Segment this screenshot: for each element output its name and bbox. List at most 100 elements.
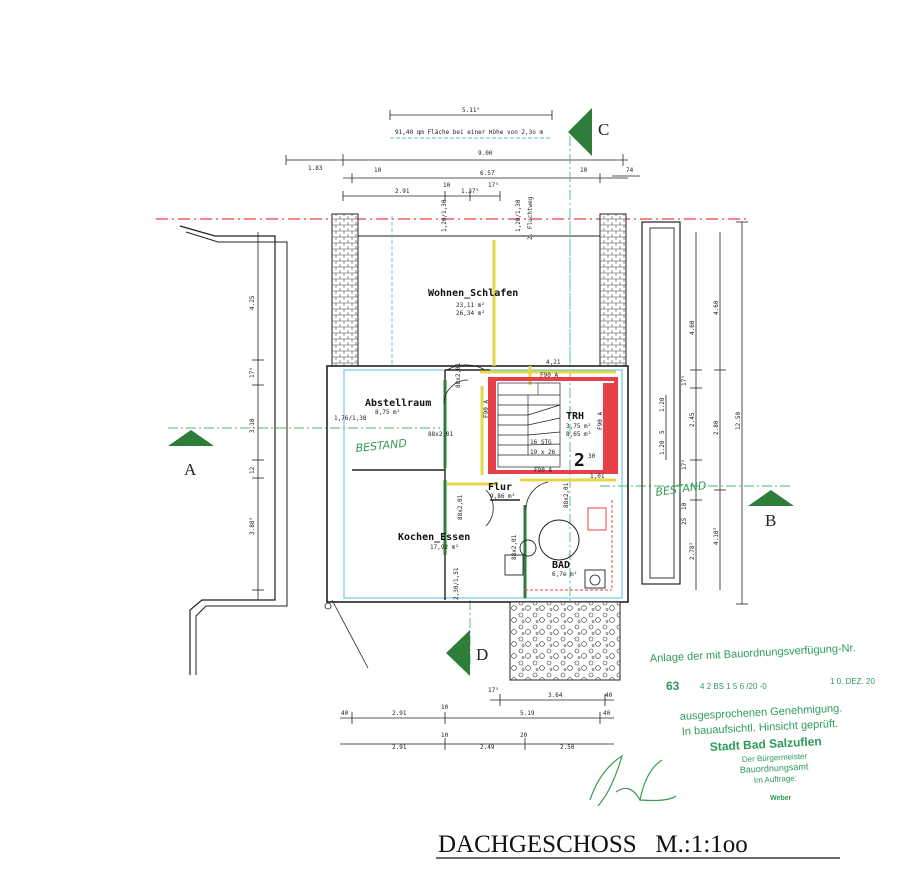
neighbor-right-outline	[641, 221, 681, 585]
dim-10a: 10	[374, 167, 382, 174]
section-marker-a	[168, 430, 214, 446]
brick-wall-left	[331, 213, 359, 367]
dim-17-left: 17⁵	[249, 367, 256, 378]
neighbor-left-outline	[179, 225, 276, 675]
room-abstell-name: Abstellraum	[365, 398, 431, 409]
room-trh-area2: 8,65 m²	[566, 431, 591, 438]
dim-511: 5.11⁵	[462, 107, 480, 114]
door-label-3: 88x2,01	[457, 494, 464, 520]
room-wohnen-area2: 26,34 m²	[456, 310, 485, 317]
section-label-c: C	[598, 120, 609, 139]
drawing-title: DACHGESCHOSS M.:1:1oo	[438, 831, 748, 858]
dim-b519: 5.19	[520, 710, 535, 717]
stamp-ref: 4 2 BS 1 5 6 /20 -0	[700, 682, 767, 691]
dim-421-label: 4,21	[546, 359, 561, 366]
staircase	[497, 382, 561, 468]
door-label-1: 88x2,01	[455, 362, 462, 388]
window-bottom: 2,30/1,51	[453, 567, 460, 600]
stamp-order: Im Auftrage:	[754, 774, 798, 785]
dim-175a: 17⁵	[681, 375, 688, 386]
dim-10b: 10	[580, 167, 588, 174]
door-label-4: 88x2,01	[563, 482, 570, 508]
section-label-a: A	[184, 460, 197, 479]
dim-b40a: 40	[605, 692, 613, 699]
bottom-dimensions	[340, 694, 614, 750]
dim-10c: 10	[443, 182, 451, 189]
room-trh-name: TRH	[566, 411, 584, 422]
f90-label-left: F90 A	[483, 400, 490, 418]
left-dimensions	[252, 232, 264, 600]
f90-label-right: F90 A	[597, 412, 604, 430]
dim-b20: 20	[520, 732, 528, 739]
dim-245: 2.45	[689, 412, 696, 427]
room-flur-name: Flur	[488, 482, 512, 493]
dim-120a: 1.20	[659, 397, 666, 412]
approval-stamp: Anlage der mit Bauordnungsverfügung-Nr. …	[650, 642, 876, 802]
room-flur-area: 9,86 m²	[490, 493, 515, 500]
dim-278: 2.78⁵	[689, 542, 696, 560]
top-dimensions	[285, 110, 640, 201]
signature	[589, 754, 677, 807]
dim-280: 2.80	[713, 420, 720, 435]
dim-b10a: 10	[441, 704, 449, 711]
handwritten-bestand-1: BESTAND	[355, 437, 407, 455]
dim-5: 5	[659, 430, 666, 434]
stair-sup: 30	[588, 453, 596, 460]
stamp-name: Weber	[770, 795, 792, 802]
dim-12-left: 12	[249, 466, 256, 474]
right-dimensions	[665, 221, 748, 605]
dim-b291a: 2.91	[392, 710, 407, 717]
dim-183: 1.83	[308, 165, 323, 172]
room-bad-area: 6,7e m²	[552, 571, 577, 578]
dim-425: 4.25	[249, 295, 256, 310]
dim-1250: 12.50	[735, 412, 742, 430]
section-label-d: D	[476, 645, 488, 664]
dim-b10b: 10	[441, 732, 449, 739]
dim-b249: 2.49	[480, 744, 495, 751]
dim-410: 4.10⁵	[713, 527, 720, 545]
dim-900: 9.00	[478, 150, 493, 157]
dim-b291b: 2.91	[392, 744, 407, 751]
stamp-mayor: Der Bürgermeister	[742, 752, 808, 764]
dim-310: 3.10	[249, 418, 256, 433]
dim-120b: 1.20	[659, 440, 666, 455]
door-label-2: 88x2,01	[428, 431, 454, 438]
door-label-5: 88x2,01	[511, 534, 518, 560]
stair-number: 2	[574, 450, 585, 471]
door-label-6: 1,01	[590, 473, 605, 480]
dim-b40c: 40	[603, 710, 611, 717]
stamp-date: 1 0. DEZ. 20	[830, 677, 875, 686]
room-bad-name: BAD	[552, 560, 570, 571]
room-kochen-name: Kochen_Essen	[398, 532, 470, 543]
dim-460a: 4.60	[689, 320, 696, 335]
dim-175b: 17⁵	[681, 459, 688, 470]
f90-label-mid: F90 A	[534, 467, 552, 474]
dim-b364: 3.64	[548, 692, 563, 699]
stamp-office: Bauordnungsamt	[740, 761, 809, 775]
handwritten-bestand-2: BESTAND	[655, 479, 708, 499]
stamp-city: Stadt Bad Salzuflen	[709, 734, 822, 754]
dim-10-right: 10	[681, 502, 688, 510]
stamp-line1: Anlage der mit Bauordnungsverfügung-Nr.	[650, 642, 856, 665]
area-note: 91,40 qm Fläche bei einer Höhe von 2,3o …	[395, 129, 543, 136]
dim-b175: 17⁵	[488, 687, 499, 694]
dim-b40b: 40	[341, 710, 349, 717]
window-top1: 1,20/1,30	[441, 199, 448, 232]
section-marker-d	[446, 630, 470, 676]
bath-tub	[538, 519, 580, 561]
room-kochen-area: 17,92 m²	[430, 544, 459, 551]
section-marker-c	[568, 108, 592, 156]
dim-657: 6.57	[480, 170, 495, 177]
room-trh-area1: 3,75 m²	[566, 423, 591, 430]
dim-b250: 2.50	[560, 744, 575, 751]
f90-label-top: F90 A	[540, 372, 558, 379]
brick-wall-right	[599, 213, 627, 367]
room-abstell-area: 8,75 m²	[375, 409, 400, 416]
dim-25: 25	[681, 517, 688, 525]
dim-388: 3.88⁵	[249, 517, 256, 535]
window-left: 1,76/1,38	[334, 415, 367, 422]
room-wohnen-name: Wohnen_Schlafen	[428, 288, 518, 299]
dim-74: 74	[626, 167, 634, 174]
room-wohnen-area1: 23,11 m²	[456, 302, 485, 309]
